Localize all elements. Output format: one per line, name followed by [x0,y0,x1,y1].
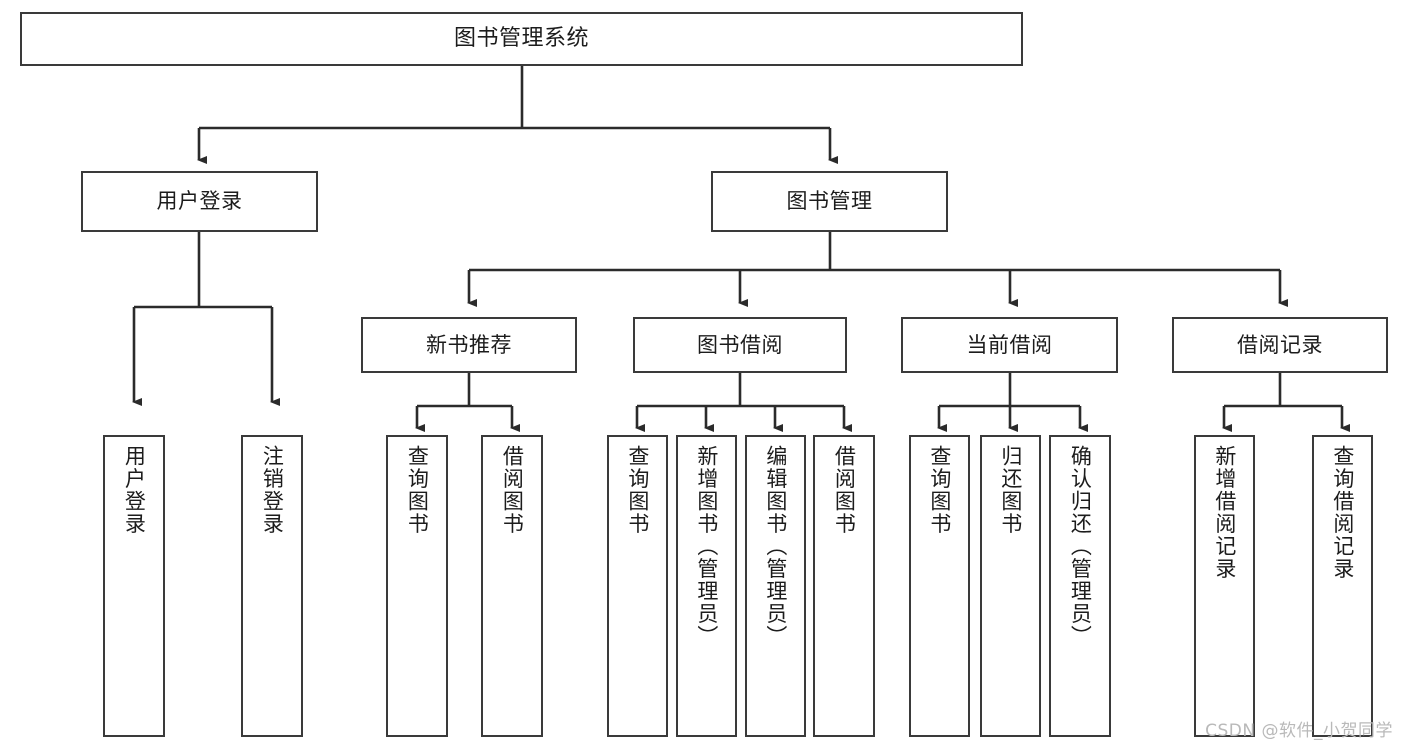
leaf-user-login-signout[interactable]: 注销登录 [241,435,303,737]
node-label: 新书推荐 [426,332,512,357]
leaf-current-borrow-query-book[interactable]: 查询图书 [909,435,970,737]
node-root-book-management-system[interactable]: 图书管理系统 [20,12,1023,66]
node-label: 新增图书（管理员） [694,445,719,648]
leaf-user-login-signin[interactable]: 用户登录 [103,435,165,737]
node-label: 查询图书 [625,445,650,535]
node-book-borrowing[interactable]: 图书借阅 [633,317,847,373]
node-label: 用户登录 [156,189,243,214]
leaf-current-borrow-return-book[interactable]: 归还图书 [980,435,1041,737]
node-label: 编辑图书（管理员） [763,445,788,648]
node-label: 查询图书 [405,445,430,535]
node-label: 图书借阅 [697,332,783,357]
node-label: 图书管理系统 [453,26,589,52]
leaf-borrow-record-query-record[interactable]: 查询借阅记录 [1312,435,1373,737]
node-label: 当前借阅 [966,332,1053,357]
node-label: 注销登录 [260,445,285,535]
node-user-login[interactable]: 用户登录 [81,171,318,232]
node-label: 归还图书 [998,445,1023,535]
leaf-new-book-query-book[interactable]: 查询图书 [386,435,448,737]
node-label: 新增借阅记录 [1212,445,1237,580]
leaf-borrow-record-add-record[interactable]: 新增借阅记录 [1194,435,1255,737]
node-label: 查询图书 [927,445,952,535]
node-label: 借阅图书 [832,445,857,535]
leaf-book-borrow-edit-book-admin[interactable]: 编辑图书（管理员） [745,435,806,737]
leaf-book-borrow-query-book[interactable]: 查询图书 [607,435,668,737]
leaf-current-borrow-confirm-return-admin[interactable]: 确认归还（管理员） [1049,435,1111,737]
leaf-book-borrow-add-book-admin[interactable]: 新增图书（管理员） [676,435,737,737]
node-book-management[interactable]: 图书管理 [711,171,948,232]
node-borrowing-record[interactable]: 借阅记录 [1172,317,1388,373]
node-label: 查询借阅记录 [1330,445,1355,580]
leaf-new-book-borrow-book[interactable]: 借阅图书 [481,435,543,737]
node-label: 确认归还（管理员） [1068,445,1093,648]
node-label: 借阅图书 [500,445,525,535]
node-label: 用户登录 [122,445,147,535]
node-new-book-recommendation[interactable]: 新书推荐 [361,317,577,373]
node-current-borrowing[interactable]: 当前借阅 [901,317,1118,373]
node-label: 图书管理 [786,189,873,214]
leaf-book-borrow-borrow-book[interactable]: 借阅图书 [813,435,875,737]
node-label: 借阅记录 [1237,332,1323,357]
